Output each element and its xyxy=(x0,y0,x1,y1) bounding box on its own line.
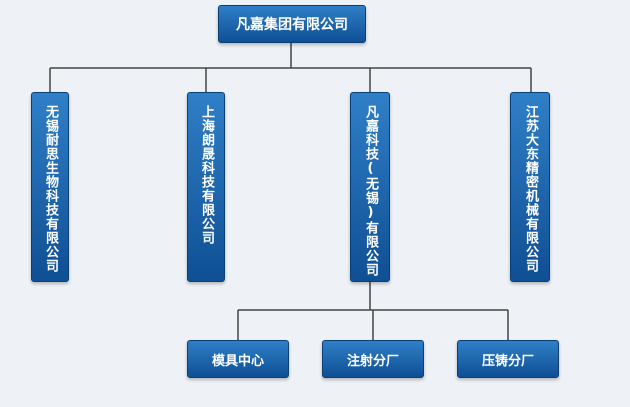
department-node-3: 压铸分厂 xyxy=(457,340,559,378)
company-label-2: 上海朗晟科技有限公司 xyxy=(199,105,214,245)
company-node-3: 凡嘉科技(无锡)有限公司 xyxy=(350,92,390,282)
department-node-2: 注射分厂 xyxy=(322,340,424,378)
company-node-4: 江苏大东精密机械有限公司 xyxy=(510,92,550,282)
department-node-1: 模具中心 xyxy=(187,340,289,378)
company-node-2: 上海朗晟科技有限公司 xyxy=(187,92,225,282)
company-label-4: 江苏大东精密机械有限公司 xyxy=(523,105,538,273)
root-label: 凡嘉集团有限公司 xyxy=(236,17,348,33)
department-label-3: 压铸分厂 xyxy=(481,353,534,369)
department-label-2: 注射分厂 xyxy=(346,353,399,369)
company-label-3: 凡嘉科技(无锡)有限公司 xyxy=(363,105,378,277)
company-label-1: 无锡耐思生物科技有限公司 xyxy=(43,105,58,273)
root-node: 凡嘉集团有限公司 xyxy=(218,5,366,43)
company-node-1: 无锡耐思生物科技有限公司 xyxy=(31,92,69,282)
department-label-1: 模具中心 xyxy=(211,353,264,369)
